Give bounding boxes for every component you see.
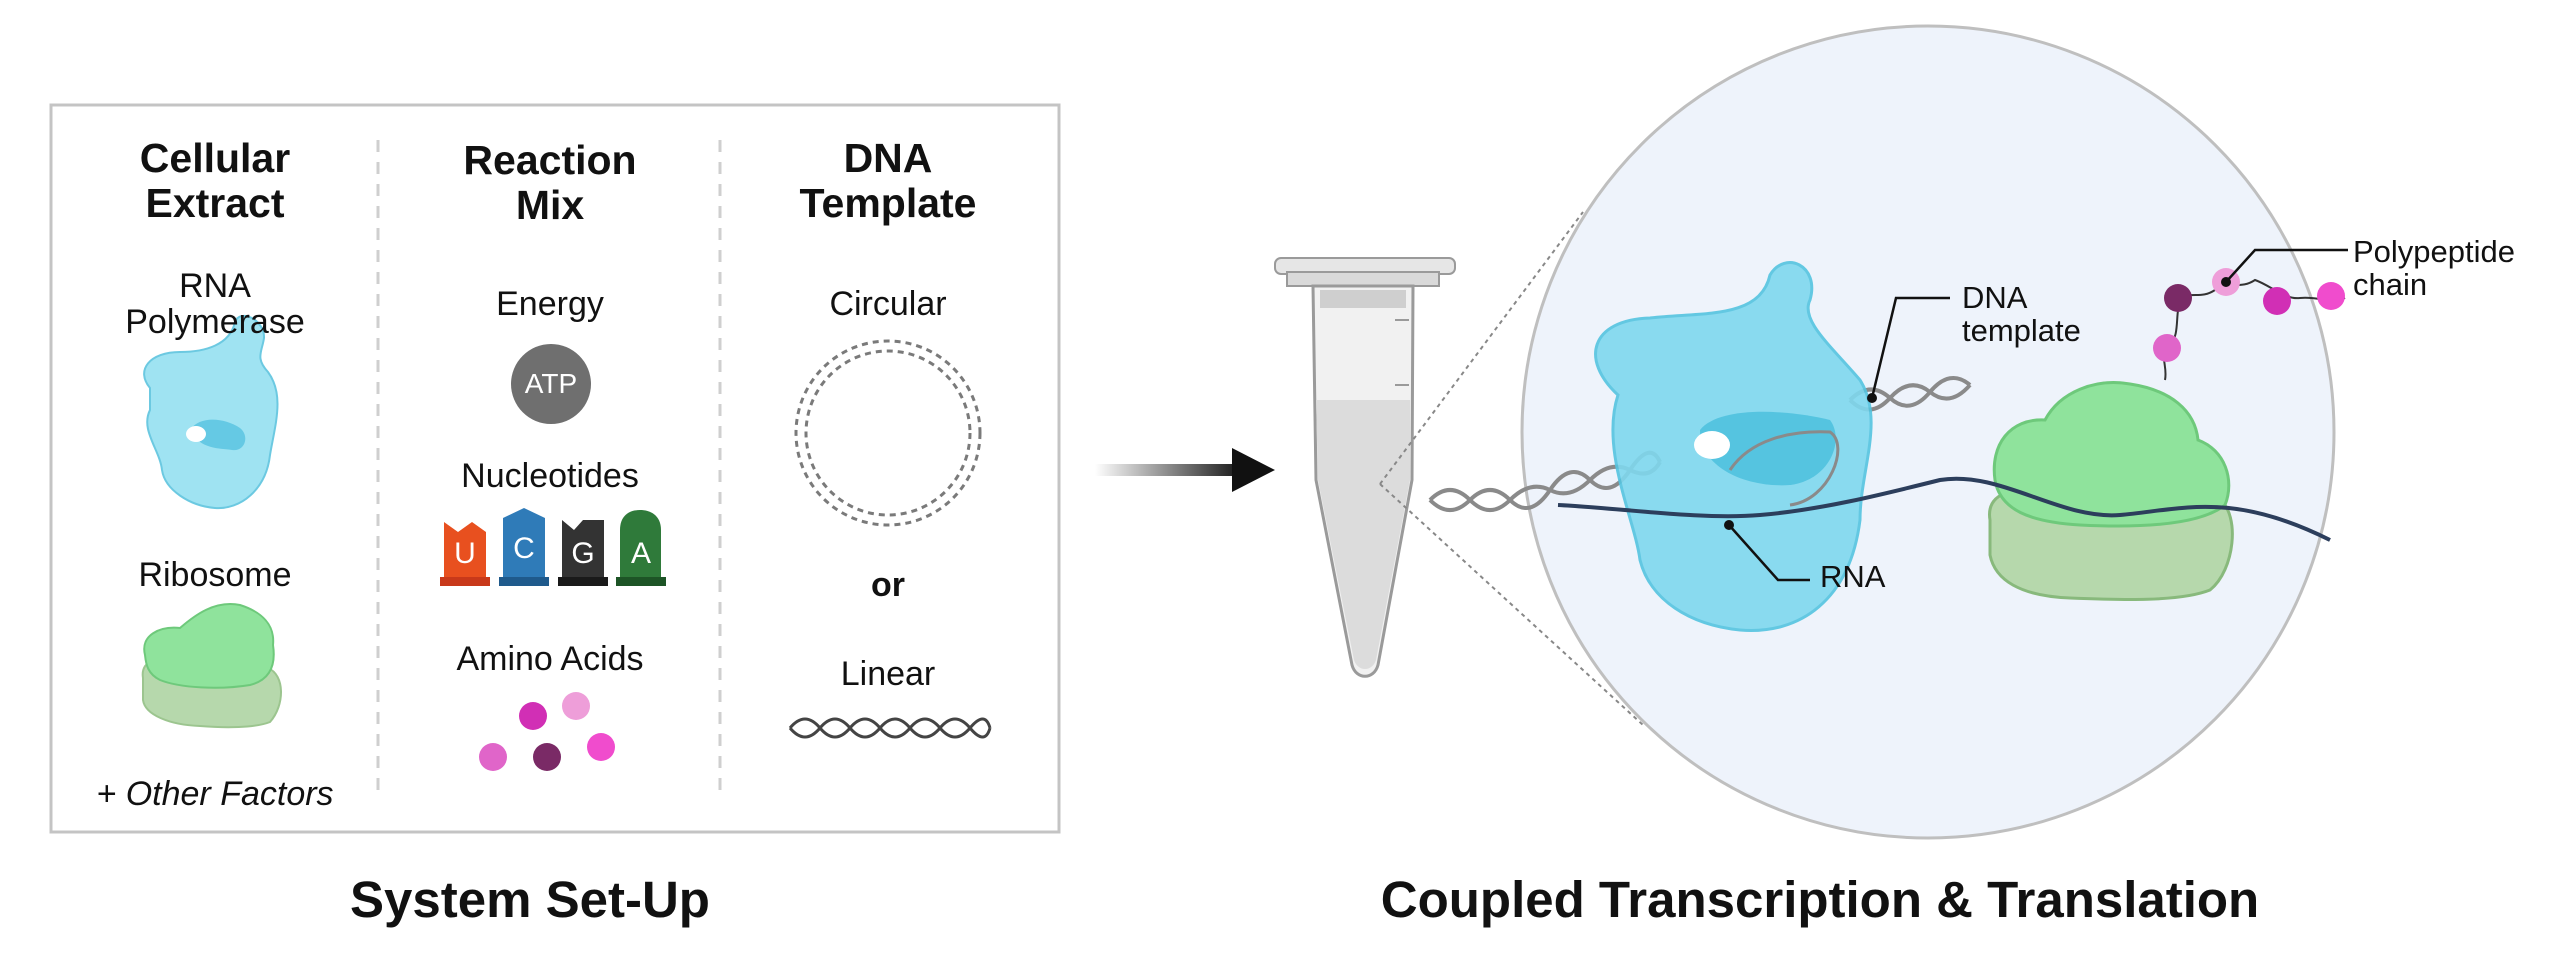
circular-dna-icon	[794, 339, 982, 527]
callout-rna: RNA	[1820, 559, 1886, 594]
label-rna-polymerase: RNA Polymerase	[125, 267, 305, 341]
label-or: or	[871, 566, 905, 604]
amino-acid-icon	[562, 692, 590, 720]
polypeptide-chain	[2153, 268, 2346, 381]
nucleotide-a-icon	[616, 510, 666, 586]
zoom-line	[1379, 483, 1644, 726]
label-nucleotides: Nucleotides	[461, 457, 639, 495]
ribosome-icon	[141, 603, 282, 729]
linear-dna-icon	[788, 717, 992, 739]
callout-line-peptide	[2225, 248, 2348, 283]
nucleotide-c-icon	[499, 508, 549, 586]
mrna-strand	[1557, 476, 2331, 542]
setup-panel-frame	[49, 103, 1061, 834]
title-coupled-transcription-translation: Coupled Transcription & Translation	[1380, 871, 2260, 928]
rna-polymerase-icon	[143, 315, 279, 510]
nucleotide-a-label: A	[630, 537, 651, 570]
amino-acid-icon	[519, 702, 547, 730]
nucleotide-u-icon	[440, 522, 490, 586]
nucleotide-g-icon	[558, 520, 608, 586]
callout-dna-template: DNA template	[1962, 280, 2081, 348]
column-heading-reaction-mix: Reaction Mix	[463, 137, 637, 228]
amino-acid-icon	[479, 743, 507, 771]
label-ribosome: Ribosome	[138, 556, 292, 594]
label-energy: Energy	[496, 285, 604, 323]
nucleotide-g-label: G	[571, 537, 595, 570]
arrow-right-icon	[1095, 448, 1275, 492]
zoom-circle	[1520, 24, 2336, 840]
title-system-setup: System Set-Up	[350, 871, 710, 928]
callout-line-rna	[1728, 524, 1810, 582]
label-other-factors: + Other Factors	[96, 775, 334, 813]
label-amino-acids: Amino Acids	[456, 640, 644, 678]
microcentrifuge-tube-icon	[1274, 257, 1456, 678]
callout-line-dna	[1870, 296, 1950, 399]
zoom-line	[1379, 211, 1584, 485]
callout-dot-rna	[1724, 520, 1734, 530]
callout-dot-dna	[1867, 393, 1877, 403]
callout-polypeptide-chain: Polypeptide chain	[2353, 234, 2516, 302]
label-circular: Circular	[829, 285, 947, 323]
amino-acid-icon	[587, 733, 615, 761]
amino-acid-icon	[533, 743, 561, 771]
callout-dot-peptide	[2221, 277, 2231, 287]
atp-icon	[511, 344, 591, 424]
nascent-rna	[1728, 430, 1840, 507]
nucleotide-u-label: U	[454, 537, 476, 570]
column-heading-dna-template: DNA Template	[799, 135, 977, 226]
atp-label: ATP	[524, 368, 578, 399]
nucleotide-c-label: C	[513, 532, 535, 565]
label-linear: Linear	[840, 655, 936, 693]
ribosome-zoom-icon	[1988, 381, 2234, 601]
column-heading-cellular-extract: Cellular Extract	[139, 135, 291, 226]
